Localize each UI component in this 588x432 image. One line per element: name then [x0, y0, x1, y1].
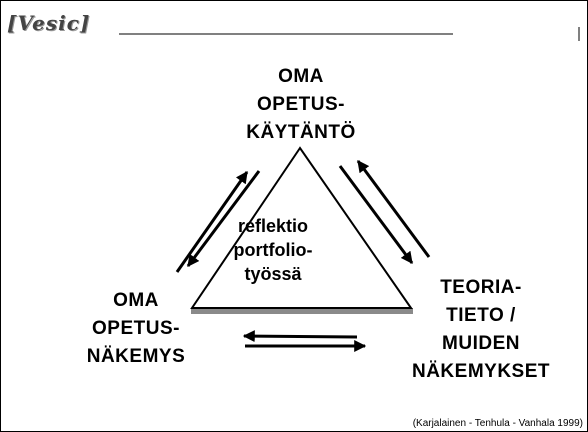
node-oma-opetusnakemys: OMA OPETUS- NÄKEMYS: [71, 287, 201, 371]
arrow-top-right-a: [338, 165, 414, 264]
node-line: NÄKEMYKSET: [411, 361, 550, 382]
node-line: KÄYTÄNTÖ: [246, 122, 356, 143]
center-line: reflektio: [237, 216, 309, 236]
node-line: OPETUS-: [257, 94, 345, 115]
center-line: työssä: [244, 264, 302, 284]
node-line: TEORIA-: [440, 277, 522, 298]
node-teoriatieto-muiden-nakemykset: TEORIA- TIETO / MUIDEN NÄKEMYKSET: [406, 274, 556, 386]
node-line: OPETUS-: [92, 318, 180, 339]
center-line: portfolio-: [233, 240, 313, 260]
center-reflektio-portfoliotyossa: reflektio portfolio- työssä: [223, 214, 323, 286]
citation: (Karjalainen - Tenhula - Vanhala 1999): [412, 418, 583, 429]
node-line: MUIDEN: [442, 333, 520, 354]
brand-logo: [Vesic]: [7, 11, 91, 35]
node-line: TIETO /: [446, 305, 516, 326]
node-oma-opetuskaytanto: OMA OPETUS- KÄYTÄNTÖ: [201, 63, 401, 147]
arrow-top-right-b: [356, 160, 431, 258]
arrow-top-left-a: [186, 170, 261, 267]
header-tagline: [453, 23, 579, 35]
node-line: OMA: [278, 66, 324, 87]
node-line: OMA: [113, 290, 159, 311]
node-line: NÄKEMYS: [86, 346, 186, 367]
arrow-bottom-a: [242, 330, 358, 343]
triangle-base-shadow: [191, 308, 413, 314]
arrow-top-left-b: [175, 171, 249, 273]
central-triangle: [190, 146, 413, 309]
